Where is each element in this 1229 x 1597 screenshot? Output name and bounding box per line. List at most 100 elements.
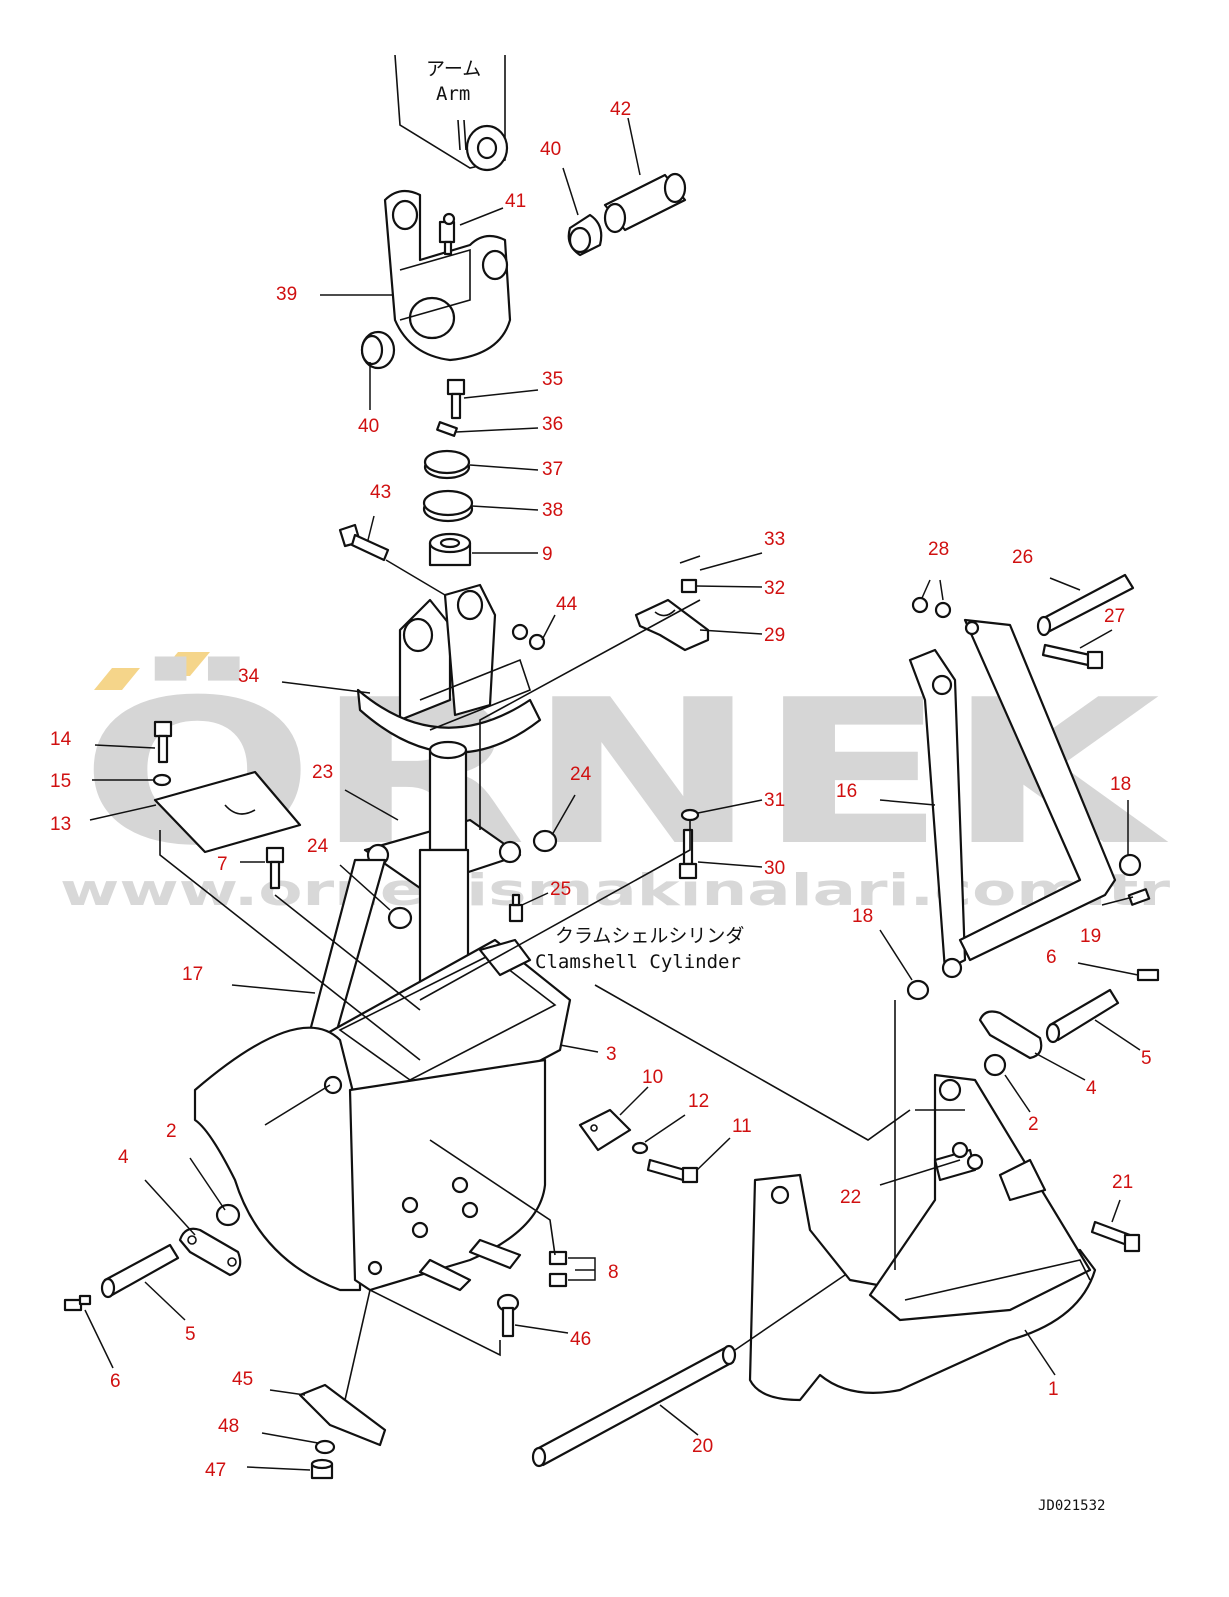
grease-nipple-19 — [1127, 888, 1151, 906]
bolt-14 — [153, 720, 173, 764]
callout-44: 44 — [556, 594, 578, 615]
callout-27: 27 — [1104, 606, 1125, 627]
callout-46: 46 — [570, 1329, 591, 1350]
callout-16: 16 — [836, 781, 857, 802]
callout-19: 19 — [1080, 926, 1101, 947]
bushing-18-upper — [1118, 853, 1142, 877]
callout-10: 10 — [642, 1067, 663, 1088]
callout-25: 25 — [550, 879, 571, 900]
callout-32: 32 — [764, 578, 785, 599]
callout-20: 20 — [692, 1436, 713, 1457]
pin-20 — [531, 1344, 737, 1468]
callout-24-left: 24 — [307, 836, 329, 857]
bushing-2-right — [983, 1053, 1007, 1077]
nut-32 — [680, 578, 698, 594]
pin-5-right — [1045, 988, 1120, 1044]
watermark-brand: ÖRNEK — [80, 656, 1170, 890]
callout-15: 15 — [50, 771, 71, 792]
cylinder-label-jp: クラムシェルシリンダ — [555, 925, 744, 947]
drawing-code: JD021532 — [1038, 1498, 1105, 1514]
callout-42: 42 — [610, 99, 631, 120]
washer-15 — [152, 773, 172, 787]
arm-label-jp: アーム — [426, 58, 481, 80]
swivel-bracket — [356, 583, 542, 754]
nuts-28 — [911, 596, 952, 619]
callout-18-lower: 18 — [852, 906, 873, 927]
callout-26: 26 — [1012, 547, 1033, 568]
callout-5-right: 5 — [1141, 1048, 1152, 1069]
bolt-46 — [496, 1293, 520, 1338]
link-plate-4-right — [978, 1010, 1043, 1060]
arm-outline — [394, 54, 509, 172]
leader-lines — [84, 117, 1141, 1471]
callout-17: 17 — [182, 964, 203, 985]
callout-7: 7 — [217, 854, 228, 875]
callout-40-upper: 40 — [540, 139, 561, 160]
bolt-30 — [678, 828, 698, 880]
callout-33: 33 — [764, 529, 785, 550]
assembly-lines — [159, 599, 965, 1401]
callouts: 42 40 41 39 40 35 36 37 38 9 43 44 34 33… — [50, 99, 1152, 1481]
pin-5-left — [100, 1243, 180, 1299]
nuts-44 — [511, 623, 546, 651]
callout-14: 14 — [50, 729, 72, 750]
callout-35: 35 — [542, 369, 563, 390]
callout-40-lower: 40 — [358, 416, 379, 437]
plate-38 — [422, 489, 474, 523]
bucket-shell-1 — [748, 1073, 1097, 1402]
callout-12: 12 — [688, 1091, 709, 1112]
washer-12 — [631, 1141, 649, 1155]
callout-28: 28 — [928, 539, 949, 560]
grease-nipple-6-right — [1136, 968, 1160, 982]
cover-plate-10 — [578, 1108, 632, 1152]
tooth-45 — [298, 1383, 387, 1447]
callout-30: 30 — [764, 858, 785, 879]
callout-43: 43 — [370, 482, 391, 503]
cylinder-label-en: Clamshell Cylinder — [535, 951, 741, 973]
grease-nipple-41 — [438, 212, 456, 256]
watermark-accent-right — [158, 652, 210, 676]
arm-label-en: Arm — [436, 83, 470, 105]
callout-5-left: 5 — [185, 1324, 196, 1345]
link-16 — [908, 618, 1117, 979]
callout-18-upper: 18 — [1110, 774, 1131, 795]
bolt-7 — [265, 846, 285, 890]
callout-48: 48 — [218, 1416, 239, 1437]
callout-4-left: 4 — [118, 1147, 129, 1168]
callout-29: 29 — [764, 625, 785, 646]
callout-9: 9 — [542, 544, 553, 565]
watermark-url: www.ornekismakinalari.com.tr — [60, 865, 1170, 916]
callout-22: 22 — [840, 1187, 861, 1208]
plate-29 — [634, 598, 710, 652]
washer-48 — [314, 1439, 336, 1455]
pin-42 — [603, 172, 687, 234]
callout-13: 13 — [50, 814, 71, 835]
bucket-shell-left — [193, 1026, 547, 1292]
nut-47 — [310, 1458, 334, 1480]
bracket-39 — [383, 189, 512, 362]
callout-2-right: 2 — [1028, 1114, 1039, 1135]
callout-3: 3 — [606, 1044, 617, 1065]
callout-24-right: 24 — [570, 764, 592, 785]
callout-4-right: 4 — [1086, 1078, 1097, 1099]
callout-1: 1 — [1048, 1379, 1059, 1400]
watermark-accent-left — [94, 668, 140, 690]
callout-38: 38 — [542, 500, 563, 521]
callout-34: 34 — [238, 666, 260, 687]
bushing-24-right — [532, 829, 558, 853]
bolt-27 — [1041, 643, 1104, 670]
callout-2-left: 2 — [166, 1121, 177, 1142]
callout-37: 37 — [542, 459, 563, 480]
callout-23: 23 — [312, 762, 333, 783]
plate-37 — [423, 449, 471, 480]
bolt-43 — [338, 523, 390, 562]
callout-36: 36 — [542, 414, 563, 435]
cover-plate-13 — [153, 770, 302, 854]
cotter-pin-33 — [679, 555, 701, 564]
bushing-40-lower — [360, 330, 396, 370]
bushing-18-lower — [906, 979, 930, 1001]
callout-6-left: 6 — [110, 1371, 121, 1392]
bolt-21 — [1090, 1220, 1141, 1253]
watermark: ÖRNEK www.ornekismakinalari.com.tr — [60, 652, 1170, 916]
callout-11: 11 — [732, 1116, 752, 1137]
